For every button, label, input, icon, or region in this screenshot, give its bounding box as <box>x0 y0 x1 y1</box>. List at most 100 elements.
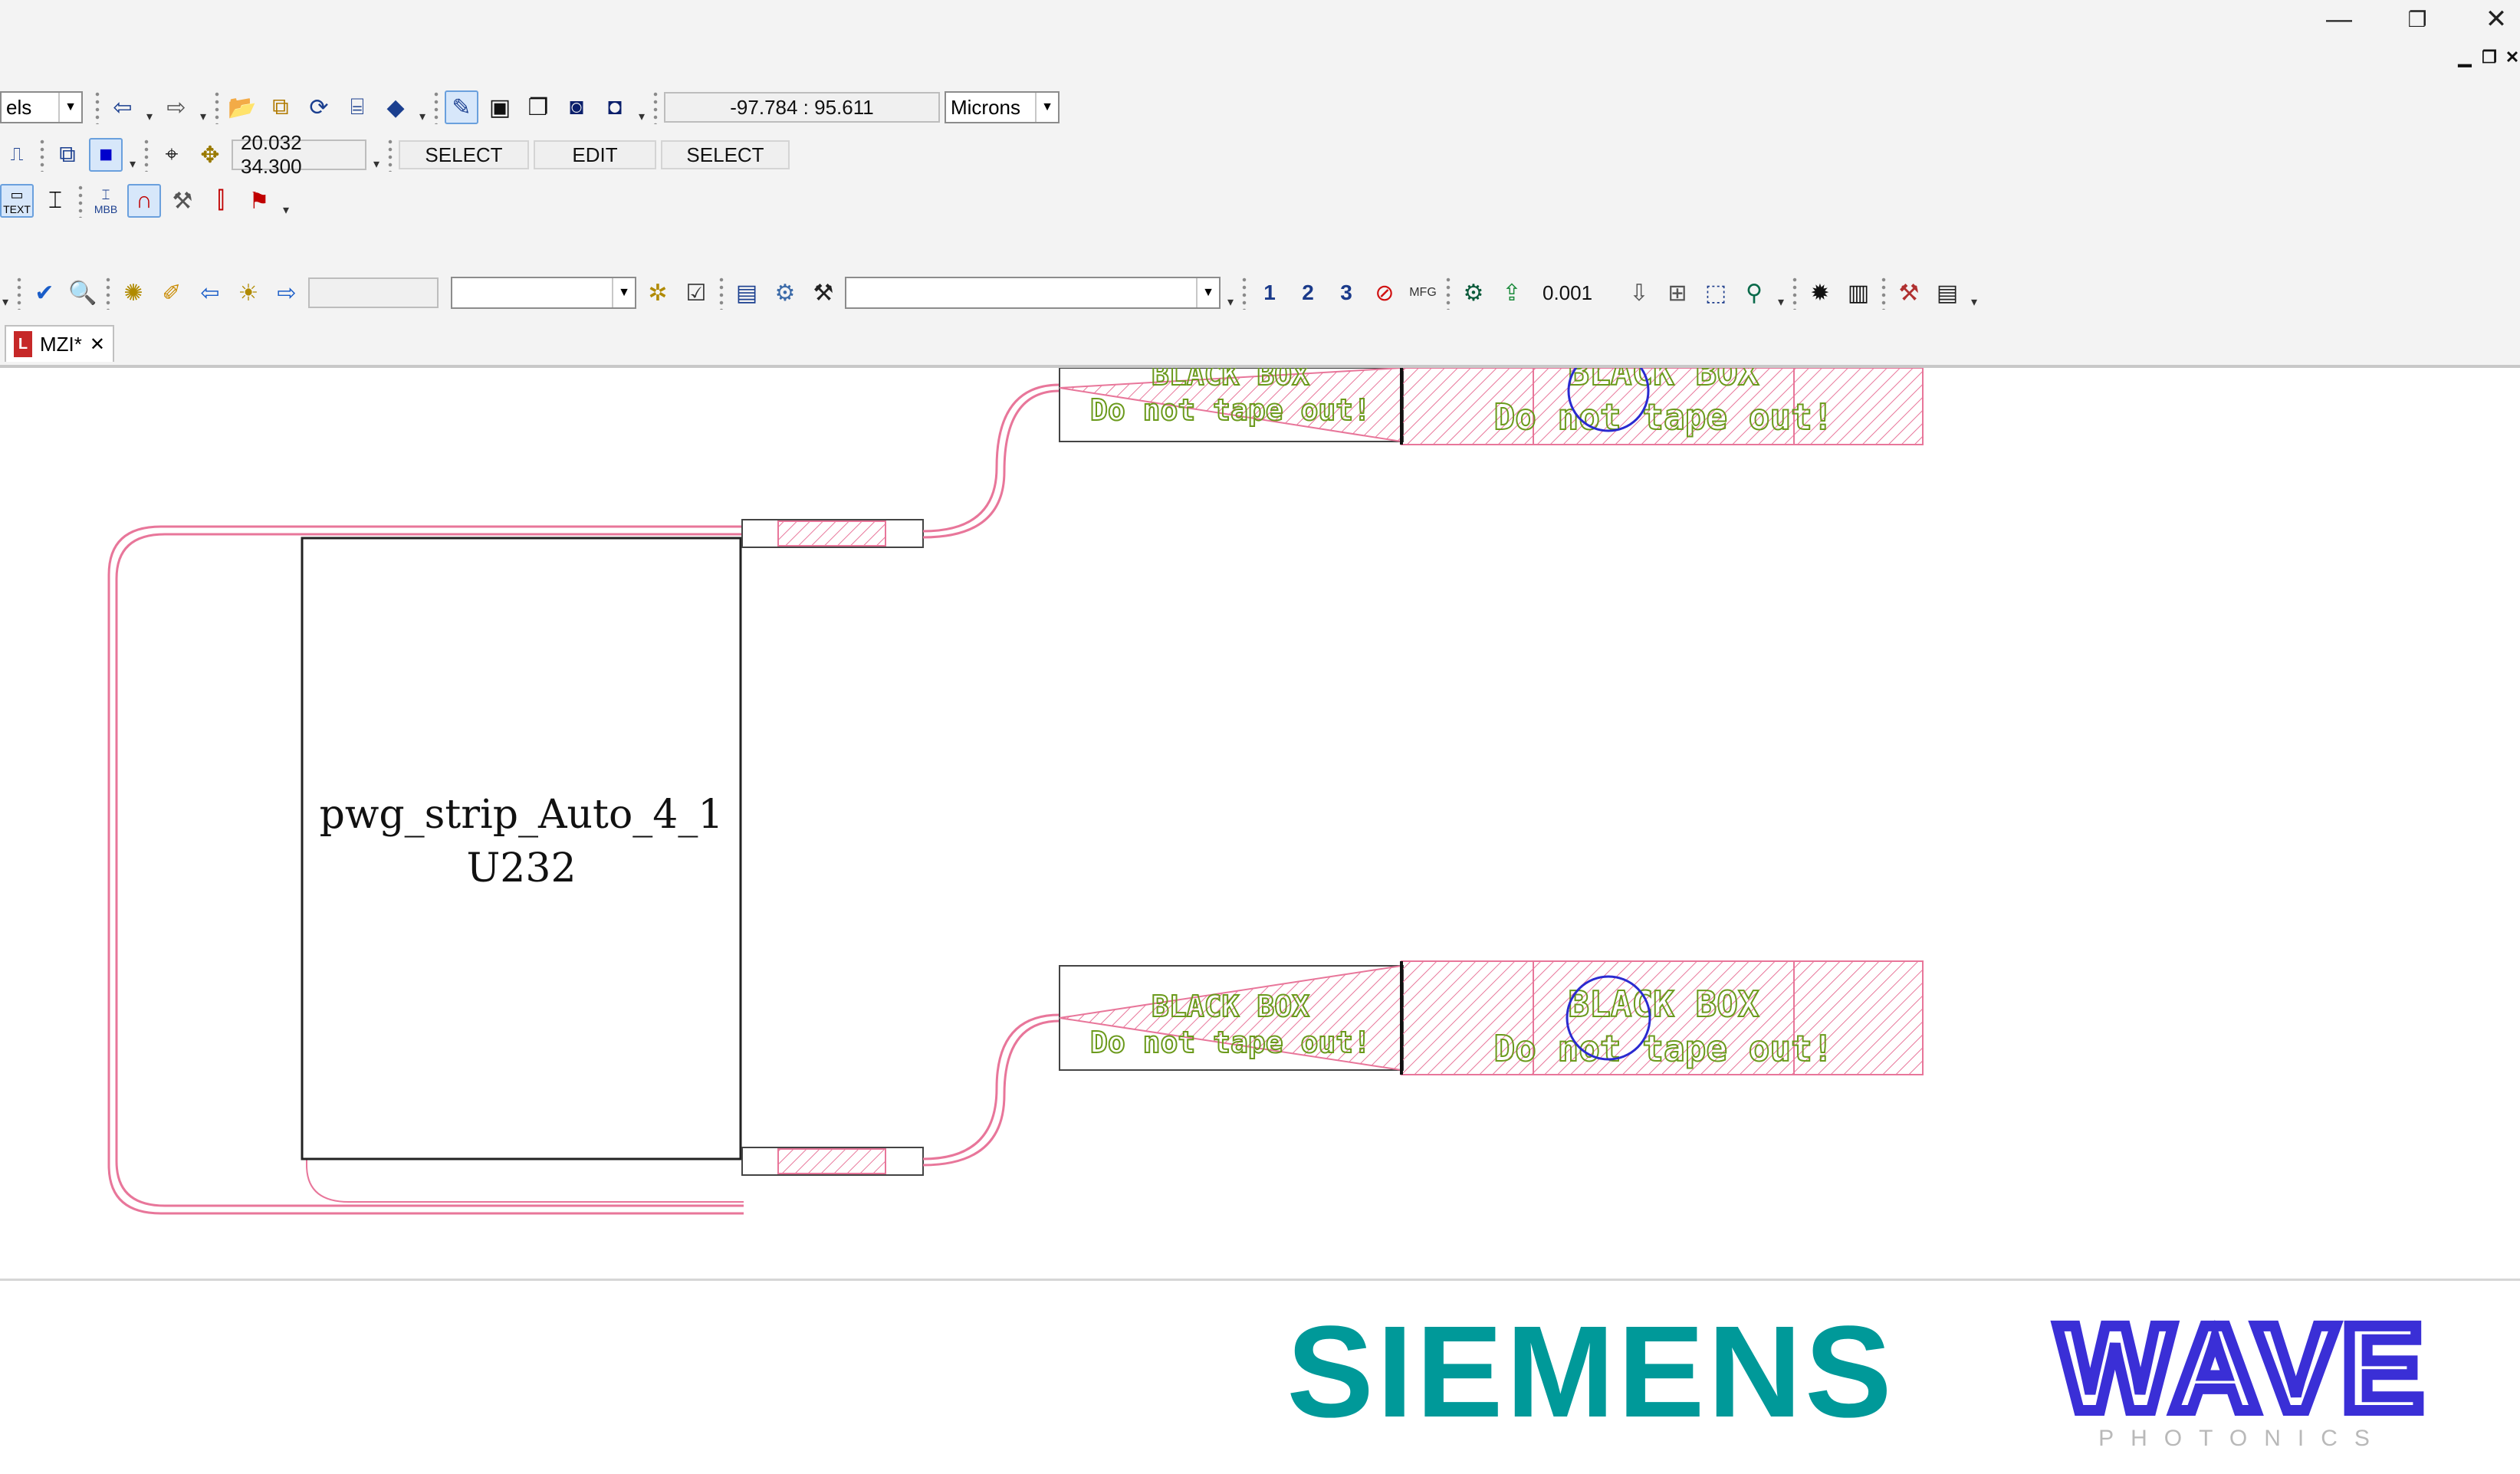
download-icon[interactable]: ⇩ <box>1629 280 1649 306</box>
toolbar-grip[interactable] <box>213 90 221 124</box>
no-entry-icon[interactable]: ⊘ <box>1375 280 1395 306</box>
toolbar-grip[interactable] <box>77 184 84 218</box>
console-icon[interactable]: ▤ <box>1936 280 1959 306</box>
toolbar-grip[interactable] <box>386 138 394 172</box>
tab-close-icon[interactable]: ✕ <box>89 333 105 355</box>
toolbar-overflow-icon[interactable]: ▾ <box>1970 296 1978 309</box>
undo-icon[interactable]: ⇦ <box>113 94 133 120</box>
toolbar-grip[interactable] <box>718 276 725 310</box>
checkbox-edit-icon[interactable]: ☑ <box>685 280 707 306</box>
restore-button[interactable]: ❐ <box>2407 7 2427 31</box>
filter-field[interactable] <box>308 277 439 308</box>
redo-dropdown-icon[interactable]: ▾ <box>199 110 207 123</box>
bounding-box-icon[interactable]: ⬚ <box>1704 280 1727 306</box>
step-3-button[interactable]: 3 <box>1340 281 1352 304</box>
redo-icon[interactable]: ⇨ <box>166 94 186 120</box>
upload-icon[interactable]: ⇪ <box>1502 280 1522 306</box>
undo-dropdown-icon[interactable]: ▾ <box>146 110 153 123</box>
select-mode-2-button[interactable]: SELECT <box>661 140 790 169</box>
save-all-icon[interactable]: ❐ <box>527 94 549 120</box>
toolbar-grip[interactable] <box>1880 276 1888 310</box>
layout-canvas[interactable]: pwg_strip_Auto_4_1 U232 BLACK <box>0 350 2520 1280</box>
toolbar-grip[interactable] <box>15 276 23 310</box>
mdi-restore-button[interactable]: ❐ <box>2482 48 2497 67</box>
grid-value-field[interactable]: 20.032 34.300 <box>232 131 366 178</box>
toolbar-overflow-icon[interactable]: ▾ <box>1227 296 1234 309</box>
output-stub-bottom[interactable] <box>741 1147 924 1176</box>
step-2-button[interactable]: 2 <box>1302 281 1314 304</box>
save-icon[interactable]: ▣ <box>488 94 511 120</box>
select-window-icon[interactable]: ⧉ <box>59 142 76 167</box>
toolbar-overflow-icon[interactable]: ▾ <box>129 158 136 171</box>
wrench-icon[interactable]: ⚒ <box>1898 280 1920 306</box>
window-icon[interactable]: ▤ <box>735 280 758 306</box>
close-button[interactable]: ✕ <box>2485 5 2508 34</box>
search-icon[interactable]: 🔍 <box>68 280 97 306</box>
ruler-icon[interactable]: ⎍ <box>10 144 24 165</box>
next-icon[interactable]: ⇨ <box>277 280 297 306</box>
minimize-button[interactable]: — <box>2326 4 2352 34</box>
edit-pencil-icon[interactable]: ✎ <box>445 90 478 124</box>
black-box-top[interactable]: BLACK BOX Do not tape out! BLACK BOX Do … <box>1059 350 1924 445</box>
toolbar-grip[interactable] <box>143 138 150 172</box>
layers-icon[interactable]: ◆ <box>386 94 405 120</box>
step-value-field[interactable]: 0.001 <box>1533 277 1618 308</box>
toolbar-overflow-icon[interactable]: ▾ <box>1777 296 1785 309</box>
bar-chart-icon[interactable]: ▥ <box>1847 280 1870 306</box>
highlight-icon[interactable]: ✺ <box>123 280 143 306</box>
step-1-button[interactable]: 1 <box>1263 281 1276 304</box>
pwg-strip-cell[interactable] <box>301 537 742 1160</box>
gear-icon[interactable]: ⚙ <box>1463 280 1484 306</box>
toolbar-grip[interactable] <box>104 276 112 310</box>
previous-icon[interactable]: ⇦ <box>200 280 220 306</box>
magnet-icon[interactable]: ∩ <box>127 184 161 218</box>
tab-mzi[interactable]: L MZI* ✕ <box>5 325 114 362</box>
cell-combo[interactable]: ▼ <box>451 277 636 309</box>
text-tool-button[interactable]: ▭ TEXT <box>0 184 34 218</box>
mdi-minimize-button[interactable]: ▁ <box>2458 48 2472 67</box>
toolbar-grip[interactable] <box>432 90 440 124</box>
sun-icon[interactable]: ☀ <box>238 280 259 306</box>
route-tool-icon[interactable]: ⚒ <box>172 188 193 214</box>
open-folder-icon[interactable]: 📂 <box>228 94 257 120</box>
snap-crosshair-icon[interactable]: ⌖ <box>165 142 179 167</box>
check-icon[interactable]: ✔ <box>34 280 54 306</box>
toolbar-grip[interactable] <box>1240 276 1248 310</box>
mbb-tool-button[interactable]: ⌶ MBB <box>89 184 123 218</box>
toolbar-overflow-icon[interactable]: ▾ <box>638 110 646 123</box>
copy-icon[interactable]: ⧉ <box>272 94 289 120</box>
brush-icon[interactable]: ✐ <box>162 280 182 306</box>
toolbar-overflow-icon[interactable]: ▾ <box>282 204 290 217</box>
lightbulb-icon[interactable]: ✲ <box>648 280 668 306</box>
toolbar-overflow-icon[interactable]: ▾ <box>373 158 380 171</box>
cell-hierarchy-icon[interactable]: ⌸ <box>350 94 364 120</box>
pin-tool-icon[interactable]: ⚑ <box>248 188 270 214</box>
page-layout-2-icon[interactable]: ◘ <box>607 94 623 120</box>
toolbar-overflow-icon[interactable]: ▾ <box>2 296 9 309</box>
toolbar-grip[interactable] <box>1444 276 1452 310</box>
options-gear-icon[interactable]: ✹ <box>1810 280 1830 306</box>
port-tool-icon[interactable]: ⫿ <box>217 188 225 213</box>
select-mode-button[interactable]: SELECT <box>399 140 529 169</box>
mfg-button[interactable]: MFG <box>1409 286 1437 299</box>
s-bend-bottom[interactable] <box>922 1013 1060 1167</box>
edit-mode-button[interactable]: EDIT <box>534 140 656 169</box>
page-layout-icon[interactable]: ◙ <box>569 94 584 120</box>
select-area-icon[interactable]: ■ <box>89 138 123 172</box>
units-combo[interactable]: Microns ▼ <box>945 91 1060 123</box>
toolbar-grip[interactable] <box>652 90 659 124</box>
tools-icon[interactable]: ⚒ <box>813 280 834 306</box>
text-cursor-icon[interactable]: ⌶ <box>48 188 62 213</box>
add-cell-icon[interactable]: ⊞ <box>1667 280 1687 306</box>
grid-snap-icon[interactable]: ✥ <box>200 142 220 168</box>
s-bend-top[interactable] <box>922 383 1060 539</box>
command-combo[interactable]: ▼ <box>845 277 1221 309</box>
settings-gear-icon[interactable]: ⚙ <box>774 280 796 306</box>
location-pin-icon[interactable]: ⚲ <box>1746 280 1763 306</box>
toolbar-overflow-icon[interactable]: ▾ <box>419 110 426 123</box>
toolbar-grip[interactable] <box>94 90 101 124</box>
output-stub-top[interactable] <box>741 519 924 548</box>
toolbar-grip[interactable] <box>1791 276 1799 310</box>
black-box-bottom[interactable]: BLACK BOX Do not tape out! BLACK BOX Do … <box>1059 960 1924 1075</box>
toolbar-grip[interactable] <box>38 138 46 172</box>
